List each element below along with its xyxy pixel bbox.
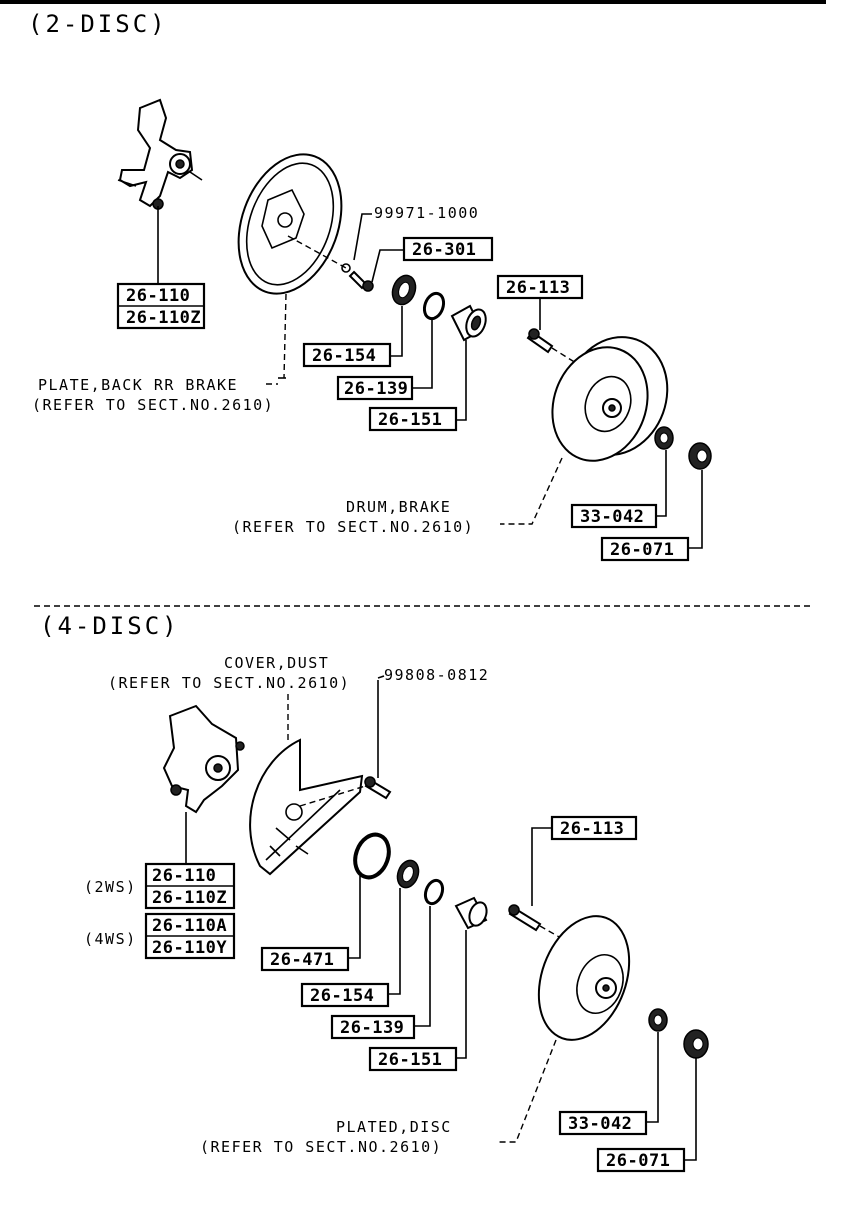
seal-part xyxy=(390,274,417,357)
cover-note-line2: (REFER TO SECT.NO.2610) xyxy=(108,674,350,692)
section-2-disc: (2-DISC) 99971- xyxy=(28,10,712,562)
bolt-ref-label: 99971-1000 xyxy=(374,204,479,222)
hub-bolt-part xyxy=(526,328,601,379)
disc-note-line1: PLATED,DISC xyxy=(336,1118,452,1136)
bolt-part-4d xyxy=(364,776,392,800)
drum-note-line1: DRUM,BRAKE xyxy=(346,498,451,516)
part-number-26-110-2d[interactable]: 26-110 xyxy=(126,286,190,306)
part-box-26-151-2d xyxy=(368,406,458,432)
variant-4ws-label: (4WS) xyxy=(84,930,137,948)
nut-part-4d xyxy=(683,1029,709,1161)
bearing-part xyxy=(450,304,487,421)
part-number-26-151-4d[interactable]: 26-151 xyxy=(378,1050,442,1070)
part-number-26-113-4d[interactable]: 26-113 xyxy=(560,819,624,839)
variant-2ws-label: (2WS) xyxy=(84,878,137,896)
back-plate-part xyxy=(237,153,347,379)
part-box-26-471 xyxy=(260,946,350,972)
part-number-26-110z-2ws[interactable]: 26-110Z xyxy=(152,888,227,908)
part-number-33-042-4d[interactable]: 33-042 xyxy=(568,1114,632,1134)
part-number-26-301[interactable]: 26-301 xyxy=(412,240,476,260)
part-number-26-154-4d[interactable]: 26-154 xyxy=(310,986,374,1006)
bolt-part xyxy=(341,213,404,292)
part-number-26-110-2ws[interactable]: 26-110 xyxy=(152,866,216,886)
part-box-26-154-2d xyxy=(302,342,392,368)
plate-note-line2: (REFER TO SECT.NO.2610) xyxy=(32,396,274,414)
part-number-26-154-2d[interactable]: 26-154 xyxy=(312,346,376,366)
part-box-26-139-4d xyxy=(330,1014,416,1040)
plate-note-line1: PLATE,BACK RR BRAKE xyxy=(38,376,238,394)
part-number-26-139-2d[interactable]: 26-139 xyxy=(344,379,408,399)
part-box-26-139-2d xyxy=(336,375,414,401)
knuckle-part-4d xyxy=(162,704,245,864)
drum-part xyxy=(500,336,669,525)
washer-part xyxy=(654,426,674,517)
part-box-26-071-2d xyxy=(600,536,690,562)
section-4-disc: (4-DISC) COVER,DUST (REFER TO SECT.NO.26… xyxy=(40,612,709,1173)
bolt-ref-label-4d: 99808-0812 xyxy=(384,666,489,684)
part-number-26-151-2d[interactable]: 26-151 xyxy=(378,410,442,430)
seal-part-4d xyxy=(388,859,420,995)
top-border xyxy=(0,0,826,4)
nut-part xyxy=(688,442,712,549)
part-box-26-151-4d xyxy=(368,1046,458,1072)
part-box-33-042-2d xyxy=(570,503,658,529)
part-number-26-071-2d[interactable]: 26-071 xyxy=(610,540,674,560)
part-number-26-110z-2d[interactable]: 26-110Z xyxy=(126,308,201,328)
part-box-26-154-4d xyxy=(300,982,390,1008)
part-box-26-301 xyxy=(402,236,494,262)
snap-ring-part xyxy=(412,291,446,389)
part-number-26-110y-4ws[interactable]: 26-110Y xyxy=(152,938,227,958)
bearing-part-4d xyxy=(454,896,488,1059)
section-title-4-disc: (4-DISC) xyxy=(40,612,180,640)
part-number-26-113-2d[interactable]: 26-113 xyxy=(506,278,570,298)
dust-cover-part xyxy=(249,694,373,876)
part-box-33-042-4d xyxy=(558,1110,648,1136)
snap-ring-part-4d xyxy=(414,878,445,1027)
section-title-2-disc: (2-DISC) xyxy=(28,10,168,38)
cover-note-line1: COVER,DUST xyxy=(224,654,329,672)
disc-part xyxy=(496,915,631,1143)
part-number-33-042-2d[interactable]: 33-042 xyxy=(580,507,644,527)
part-box-26-071-4d xyxy=(596,1147,686,1173)
part-number-26-071-4d[interactable]: 26-071 xyxy=(606,1151,670,1171)
drum-note-line2: (REFER TO SECT.NO.2610) xyxy=(232,518,474,536)
knuckle-part xyxy=(117,98,203,284)
part-number-26-110a-4ws[interactable]: 26-110A xyxy=(152,916,227,936)
disc-note-line2: (REFER TO SECT.NO.2610) xyxy=(200,1138,442,1156)
part-number-26-139-4d[interactable]: 26-139 xyxy=(340,1018,404,1038)
washer-part-4d xyxy=(646,1008,668,1123)
part-number-26-471[interactable]: 26-471 xyxy=(270,950,334,970)
oil-seal-part xyxy=(348,832,391,959)
